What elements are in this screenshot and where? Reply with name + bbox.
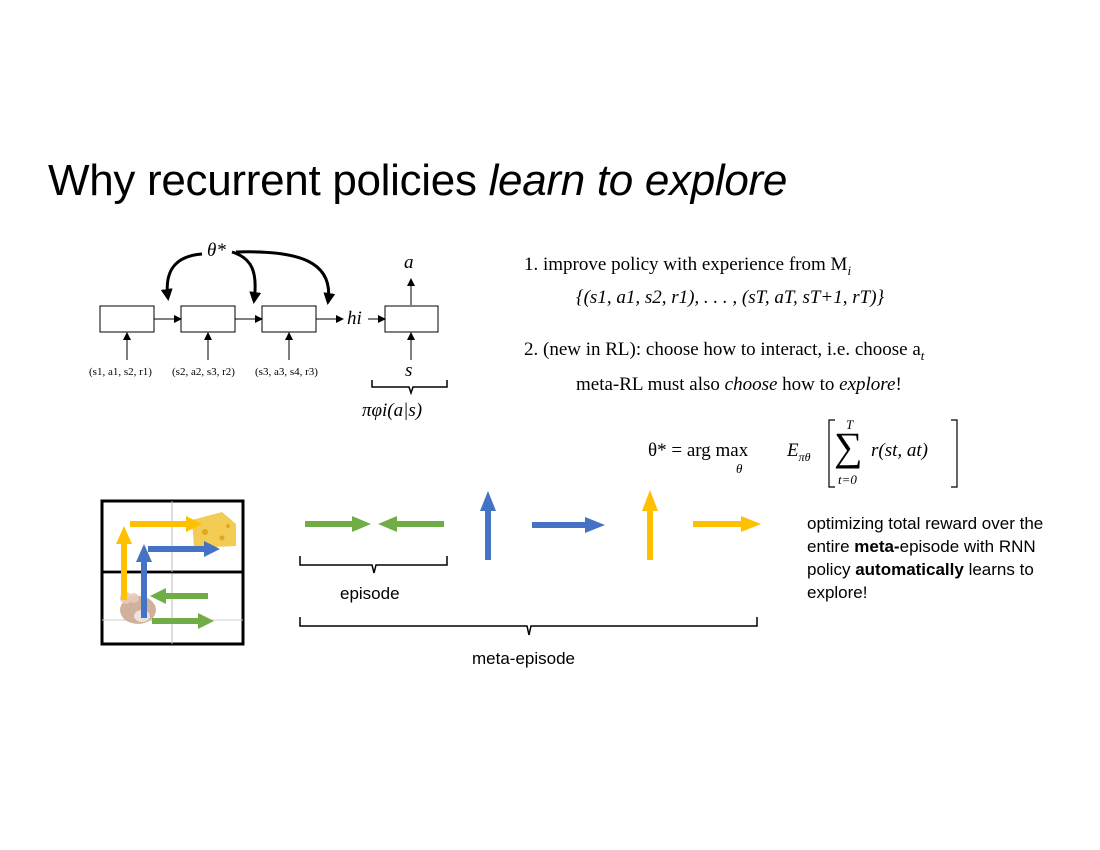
- hidden-state-label: hi: [347, 308, 362, 329]
- policy-brace: [371, 380, 448, 396]
- list-item-1-sub: i: [847, 262, 852, 278]
- caption-part1: optimizing total reward over the entire: [807, 514, 1044, 556]
- objective-lhs: θ* = arg max: [648, 440, 749, 461]
- expectation-sub: πθ: [798, 449, 811, 464]
- list-item-1-number: 1.: [524, 254, 539, 275]
- episode-arrow-yellow-up: [642, 490, 658, 560]
- sum-lower-limit: t=0: [838, 472, 857, 487]
- theta-star-label: θ*: [207, 240, 226, 261]
- line2-mid: how to: [777, 374, 840, 395]
- episode-label: episode: [340, 584, 400, 603]
- page-title: Why recurrent policies learn to explore: [48, 156, 787, 206]
- policy-label: πφi(a|s): [362, 400, 423, 421]
- episode-brace: [299, 556, 448, 574]
- rnn-cell-2: [180, 305, 236, 333]
- list-item-2-sub: t: [920, 347, 925, 363]
- line2-choose: choose: [724, 374, 778, 395]
- caption-bold-automatically: automatically: [855, 560, 964, 579]
- list-item-1-text: improve policy with experience from M: [543, 254, 848, 275]
- episode-arrow-blue-up: [480, 491, 496, 560]
- caption-bold-meta: meta-: [854, 537, 900, 556]
- episode-arrow-green-right: [305, 516, 371, 532]
- list-item-2: 2. (new in RL): choose how to interact, …: [524, 339, 924, 364]
- input-label-2: (s2, a2, s3, r2): [172, 366, 235, 378]
- grid-arrows: [116, 516, 220, 629]
- theta-arrow-2: [231, 250, 262, 304]
- meta-episode-label: meta-episode: [472, 649, 576, 668]
- list-item-1: 1. improve policy with experience from M…: [524, 254, 851, 279]
- rnn-cell-3: [261, 305, 317, 333]
- line2-pre: meta-RL must also: [576, 374, 725, 395]
- sum-symbol: ∑: [834, 424, 863, 469]
- episode-arrow-yellow-right: [693, 516, 761, 532]
- episode-arrow-green-left: [378, 516, 444, 532]
- meta-episode-brace: [299, 617, 758, 636]
- title-plain: Why recurrent policies: [48, 156, 489, 205]
- input-label-3: (s3, a3, s4, r3): [255, 366, 318, 378]
- theta-arrow-1: [160, 252, 203, 301]
- objective-bracket-left: [828, 419, 835, 488]
- caption-part2: episode with RNN policy: [807, 537, 1036, 579]
- meta-rl-caption: optimizing total reward over the entire …: [807, 512, 1067, 604]
- line2-explore: explore: [839, 374, 896, 395]
- caption-part3: learns to explore!: [807, 560, 1034, 602]
- objective-expectation: Eπθ: [787, 440, 811, 465]
- cheese-icon: [192, 512, 236, 548]
- title-italic: learn to explore: [488, 156, 788, 205]
- list-item-2-number: 2.: [524, 339, 539, 360]
- objective-argmax-sub: θ: [736, 461, 743, 476]
- line2-end: !: [895, 374, 902, 395]
- experience-set-formula: {(s1, a1, s2, r1), . . . , (sT, aT, sT+1…: [576, 287, 885, 308]
- list-item-2-line2: meta-RL must also choose how to explore!: [576, 374, 902, 396]
- sum-upper-limit: T: [846, 417, 854, 432]
- episode-arrow-blue-right: [532, 517, 605, 533]
- rnn-cell-1: [99, 305, 155, 333]
- theta-arrow-3: [235, 250, 336, 305]
- objective-summand: r(st, at): [871, 440, 928, 461]
- policy-cell: [384, 305, 439, 333]
- expectation-symbol: E: [787, 440, 799, 461]
- list-item-2-text: (new in RL): choose how to interact, i.e…: [543, 339, 921, 360]
- state-label: s: [405, 360, 413, 381]
- action-label: a: [404, 252, 414, 273]
- input-label-1: (s1, a1, s2, r1): [89, 366, 152, 378]
- objective-bracket-right: [951, 419, 958, 488]
